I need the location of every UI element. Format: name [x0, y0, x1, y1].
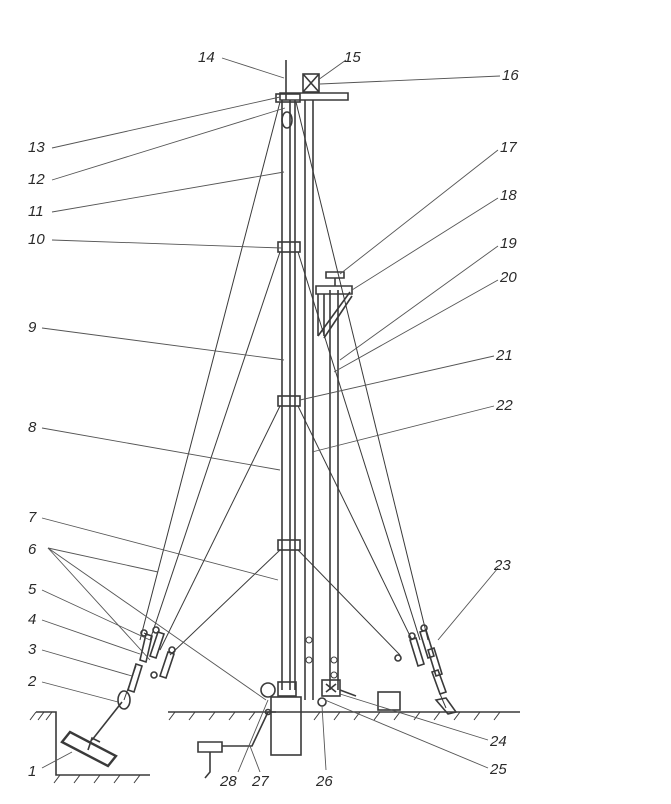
mast-head [279, 73, 349, 129]
label-18: 18 [500, 187, 517, 204]
label-10: 10 [28, 231, 45, 248]
label-15: 15 [344, 49, 361, 66]
label-8: 8 [28, 419, 37, 436]
label-11: 11 [28, 203, 44, 220]
left-turnbuckles [127, 626, 176, 694]
label-3: 3 [28, 641, 37, 658]
label-23: 23 [493, 557, 511, 574]
label-27: 27 [251, 773, 269, 790]
label-24: 24 [489, 733, 507, 750]
label-1: 1 [28, 763, 36, 780]
label-14: 14 [198, 49, 215, 66]
mast [281, 60, 296, 690]
label-9: 9 [28, 319, 37, 336]
label-4: 4 [28, 611, 36, 628]
boom [304, 100, 339, 700]
label-13: 13 [28, 139, 45, 156]
label-17: 17 [500, 139, 517, 156]
label-22: 22 [495, 397, 513, 414]
foundation [270, 696, 302, 756]
label-21: 21 [495, 347, 513, 364]
label-16: 16 [502, 67, 519, 84]
label-20: 20 [499, 269, 517, 286]
right-anchor [394, 624, 458, 715]
label-5: 5 [28, 581, 37, 598]
mast-collars [275, 93, 301, 551]
base-machinery [197, 679, 401, 779]
leader-lines [41, 57, 501, 773]
label-6: 6 [28, 541, 37, 558]
label-26: 26 [315, 773, 333, 790]
label-19: 19 [500, 235, 517, 252]
bracket [315, 271, 353, 339]
guy-ropes [123, 101, 447, 709]
sheaves [305, 636, 338, 679]
left-anchor-plate [60, 690, 131, 768]
label-28: 28 [219, 773, 237, 790]
label-25: 25 [489, 761, 507, 778]
callout-labels: 1 2 3 4 5 6 7 8 9 10 11 12 13 14 15 16 1… [27, 49, 519, 790]
label-7: 7 [28, 509, 37, 526]
label-2: 2 [27, 673, 37, 690]
ground [29, 711, 520, 784]
label-12: 12 [28, 171, 45, 188]
